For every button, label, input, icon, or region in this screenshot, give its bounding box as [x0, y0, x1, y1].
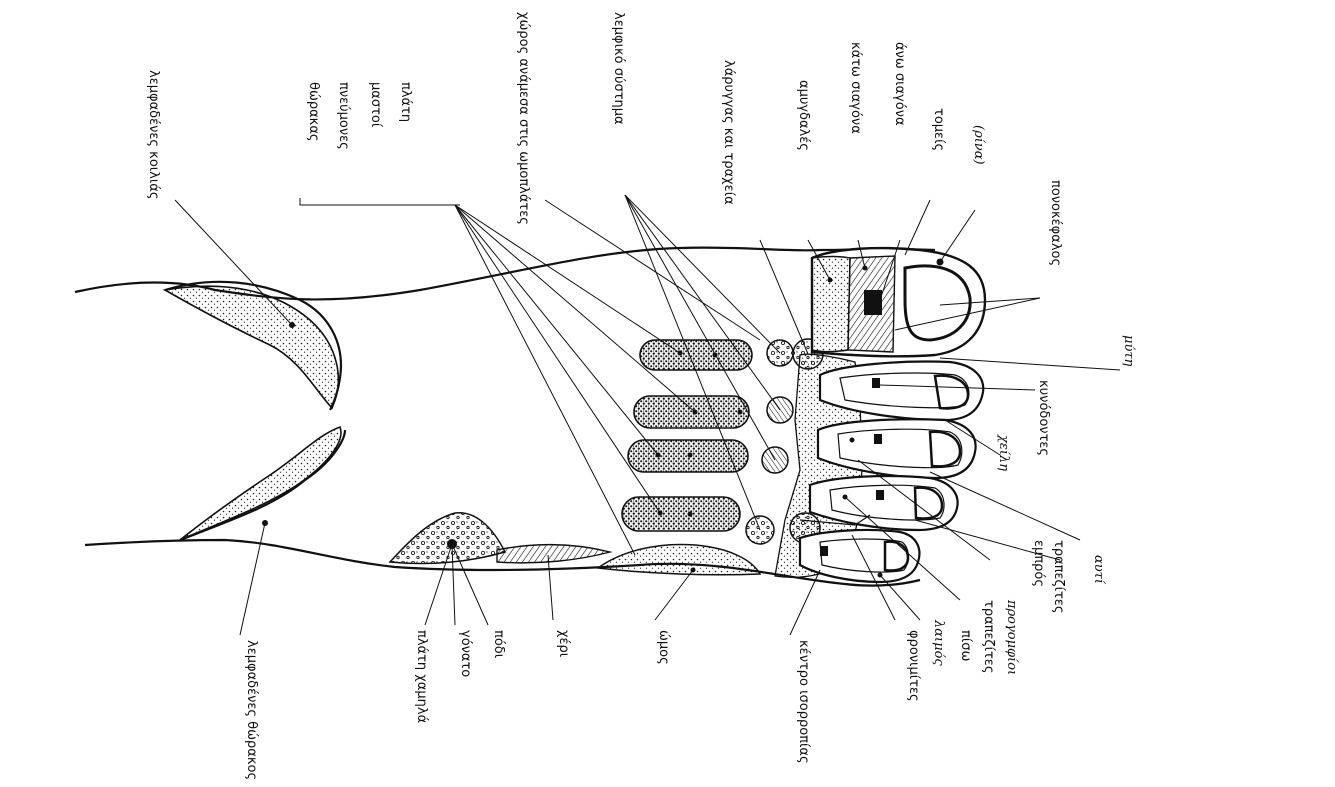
- label-balance-1: κέντρο ισορροπίας: [796, 640, 811, 764]
- toe-5-mark: [820, 546, 828, 556]
- label-thorax: θώρακας: [306, 82, 321, 142]
- labels: λεμφαδένες κοιλιάς θώρακας πνεύμονες μασ…: [146, 12, 1136, 780]
- label-back-word: πίσω: [958, 630, 973, 661]
- label-hand-throat: λαιμός: [931, 619, 946, 666]
- label-hand-mouth: μύτη: [1121, 335, 1136, 367]
- abdomen-lymph-zone: [165, 286, 338, 408]
- toe-4-mark: [876, 490, 884, 500]
- label-lymph-system: λεμφικό σύστημα: [611, 12, 626, 125]
- hand-zone: [497, 545, 610, 563]
- teeth-mark: [864, 290, 882, 315]
- label-shoulder: ώμος: [656, 630, 671, 665]
- label-hand-nose: (ρίνα): [971, 125, 986, 165]
- tonsil-zone: [812, 257, 850, 352]
- label-hand-ear: αυτί: [1091, 555, 1106, 585]
- knee-back-zone: [390, 513, 505, 564]
- label-lungs: πνεύμονες: [336, 82, 351, 150]
- label-space-shoulders: χώρος ανάμεσα στις ωμοπλάτες: [516, 12, 531, 225]
- label-premolars: προγομφίοι: [1004, 599, 1019, 675]
- label-molars-2: τραπεζίτες: [981, 600, 996, 673]
- label-front: εμπρός: [1031, 540, 1046, 587]
- toe-2-mark: [872, 378, 880, 388]
- label-tonsils: αμυγδαλές: [796, 80, 811, 151]
- lung-blob-4: [622, 497, 740, 531]
- label-larynx: λάρυγγας και τραχεία: [721, 60, 736, 205]
- label-foot: πόδι: [491, 630, 506, 658]
- label-lower-jaw: κάτω σιαγόνα: [848, 42, 863, 134]
- lung-blob-1: [640, 340, 752, 370]
- label-wisdom: φρονιμίτες: [906, 630, 921, 702]
- label-incisors: τομείς: [931, 108, 946, 151]
- label-headache: πονοκέφαλος: [1048, 180, 1063, 266]
- label-lower-back: πλάτη χαμηλά: [414, 630, 429, 723]
- label-canines: κυνόδοντες: [1036, 380, 1051, 456]
- label-back: πλάτη: [398, 82, 413, 122]
- toe-3-mark: [874, 434, 882, 444]
- label-lymph-abdomen-1: λεμφαδένες κοιλιάς: [146, 70, 161, 199]
- label-hand: χέρι: [556, 630, 571, 657]
- label-molars-1: τραπεζίτες: [1051, 540, 1066, 613]
- label-upper-jaw: άνω σιαγόνα: [892, 42, 907, 126]
- lung-blob-2: [634, 396, 749, 428]
- thorax-lymph-zone: [180, 427, 341, 540]
- label-hand-lips: χείλη: [996, 434, 1011, 471]
- label-lymph-thorax: λεμφαδένες θώρακος: [244, 640, 259, 780]
- label-breasts: μαστοί: [368, 82, 383, 128]
- label-knee: γόνατο: [458, 630, 473, 677]
- shoulder-zone: [598, 544, 760, 574]
